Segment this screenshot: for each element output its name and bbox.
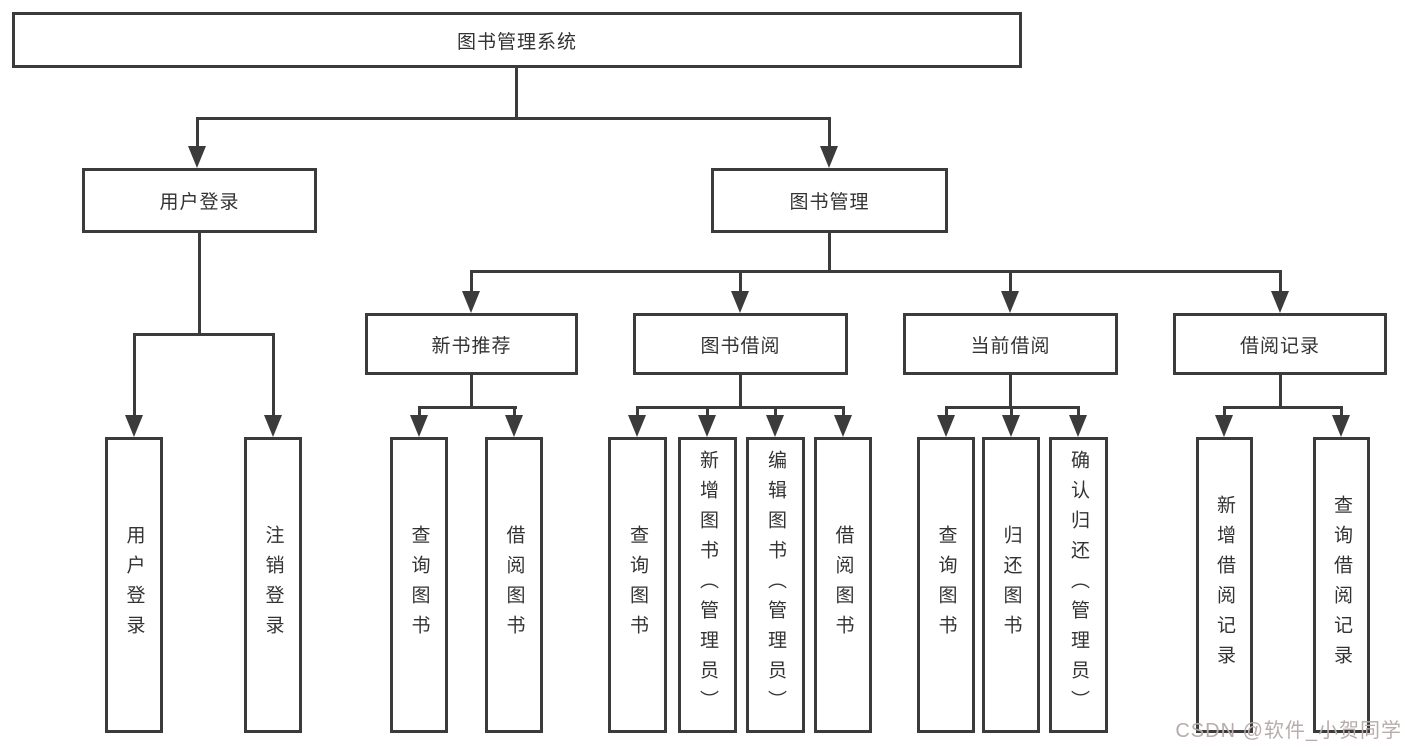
watermark: CSDN @软件_小贺同学 (1175, 720, 1402, 742)
connector-user-login-branch (133, 333, 275, 336)
connector-root-trunk (515, 68, 518, 118)
arrowhead-recommend-borrow (505, 415, 523, 437)
connector-drop-add-book (706, 406, 709, 417)
connector-drop-user-login (196, 117, 199, 148)
leaf-current-query-book: 查询图书 (917, 437, 975, 733)
leaf-borrow-book: 借阅图书 (814, 437, 872, 733)
node-book-borrow: 图书借阅 (633, 313, 848, 375)
node-book-management: 图书管理 (711, 168, 948, 233)
connector-level3-branch (470, 270, 1282, 273)
arrowhead-leaf-login (125, 415, 143, 437)
arrowhead-user-login (188, 146, 206, 168)
connector-drop-new-book (470, 270, 473, 293)
connector-drop-recommend-borrow (513, 406, 516, 417)
connector-records-trunk (1279, 375, 1282, 409)
connector-drop-book-management (828, 117, 831, 148)
leaf-edit-book-admin: 编辑图书（管理员） (746, 437, 805, 733)
leaf-user-login: 用户登录 (105, 437, 163, 733)
node-user-login: 用户登录 (82, 168, 317, 233)
leaf-return-book: 归还图书 (982, 437, 1040, 733)
connector-drop-borrow-book (842, 406, 845, 417)
connector-drop-borrow-records (1279, 270, 1282, 293)
connector-book-management-trunk (828, 233, 831, 273)
connector-user-login-trunk (198, 233, 201, 336)
arrowhead-current-query (937, 415, 955, 437)
connector-drop-current-borrow (1009, 270, 1012, 293)
arrowhead-return-book (1002, 415, 1020, 437)
arrowhead-recommend-query (410, 415, 428, 437)
arrowhead-query-record (1332, 415, 1350, 437)
arrowhead-borrow-records (1271, 291, 1289, 313)
arrowhead-borrow-book (834, 415, 852, 437)
connector-drop-leaf-logout (272, 333, 275, 418)
arrowhead-leaf-logout (264, 415, 282, 437)
arrowhead-confirm-return (1069, 415, 1087, 437)
connector-borrow-branch (636, 406, 845, 409)
connector-drop-current-query (945, 406, 948, 417)
leaf-recommend-borrow-book: 借阅图书 (485, 437, 543, 733)
connector-level2-branch (196, 117, 831, 120)
arrowhead-book-management (820, 146, 838, 168)
leaf-borrow-query-book: 查询图书 (608, 437, 667, 733)
node-current-borrow: 当前借阅 (903, 313, 1118, 375)
connector-records-branch (1223, 406, 1343, 409)
leaf-query-borrow-record: 查询借阅记录 (1313, 437, 1370, 733)
connector-drop-confirm-return (1077, 406, 1080, 417)
node-root-system: 图书管理系统 (12, 12, 1022, 68)
arrowhead-edit-book (766, 415, 784, 437)
connector-drop-leaf-login (133, 333, 136, 418)
arrowhead-borrow-query (628, 415, 646, 437)
connector-borrow-trunk (739, 375, 742, 409)
arrowhead-add-book (698, 415, 716, 437)
node-borrow-records: 借阅记录 (1173, 313, 1387, 375)
arrowhead-new-book (462, 291, 480, 313)
connector-drop-query-record (1340, 406, 1343, 417)
arrowhead-add-record (1215, 415, 1233, 437)
connector-current-trunk (1009, 375, 1012, 409)
connector-drop-recommend-query (418, 406, 421, 417)
connector-recommend-branch (418, 406, 517, 409)
leaf-confirm-return-admin: 确认归还（管理员） (1049, 437, 1108, 733)
arrowhead-book-borrow (731, 291, 749, 313)
connector-recommend-trunk (470, 375, 473, 409)
node-new-book-recommend: 新书推荐 (365, 313, 578, 375)
connector-drop-add-record (1223, 406, 1226, 417)
leaf-add-borrow-record: 新增借阅记录 (1196, 437, 1253, 733)
arrowhead-current-borrow (1001, 291, 1019, 313)
connector-drop-return-book (1010, 406, 1013, 417)
leaf-recommend-query-book: 查询图书 (390, 437, 448, 733)
leaf-logout: 注销登录 (244, 437, 302, 733)
connector-drop-book-borrow (739, 270, 742, 293)
leaf-add-book-admin: 新增图书（管理员） (678, 437, 737, 733)
connector-drop-borrow-query (636, 406, 639, 417)
connector-drop-edit-book (774, 406, 777, 417)
